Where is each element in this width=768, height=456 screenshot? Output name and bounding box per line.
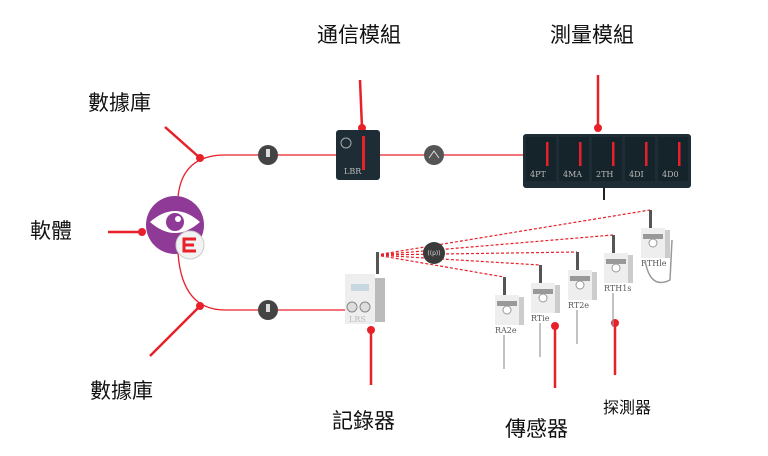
label-logger: 記錄器: [332, 409, 395, 433]
label-measure-module: 測量模組: [550, 23, 634, 47]
sensor-rtie[interactable]: RTie: [531, 265, 560, 357]
lbr-communication-module[interactable]: LBR: [336, 130, 380, 180]
svg-text:2TH: 2TH: [596, 170, 613, 179]
svg-text:LRS: LRS: [349, 315, 366, 324]
module-4di[interactable]: 4DI: [625, 137, 655, 181]
svg-text:4D0: 4D0: [662, 170, 679, 179]
software-to-lbr-line: [177, 154, 340, 198]
wireless-links: [375, 209, 651, 278]
connection-lines: [177, 154, 525, 311]
wireless-hub-icon: ((p)): [423, 242, 445, 264]
label-probe: 探測器: [603, 398, 651, 417]
network-hub-icon: [424, 145, 444, 165]
sensor-rt2e[interactable]: RT2e: [568, 252, 597, 344]
software-eye-icon[interactable]: [146, 196, 205, 260]
lrs-logger[interactable]: LRS: [345, 252, 385, 324]
svg-text:RTie: RTie: [531, 314, 550, 323]
label-comm-module: 通信模組: [317, 23, 401, 47]
software-to-lrs-line: [177, 252, 348, 311]
svg-text:RA2e: RA2e: [495, 326, 517, 335]
measurement-modules[interactable]: 4PT 4MA 2TH 4DI 4D0: [523, 134, 691, 200]
module-2th[interactable]: 2TH: [592, 137, 622, 181]
svg-text:RTHle: RTHle: [641, 259, 667, 268]
module-4pt[interactable]: 4PT: [526, 137, 556, 181]
svg-text:4PT: 4PT: [530, 170, 546, 179]
label-database-top: 數據庫: [88, 91, 151, 115]
lrs-connector-icon: [258, 300, 278, 320]
lbk-connector-icon: [258, 145, 278, 165]
svg-text:((p)): ((p)): [427, 250, 440, 257]
svg-text:4DI: 4DI: [629, 170, 644, 179]
label-sensor: 傳感器: [505, 417, 568, 441]
module-4ma[interactable]: 4MA: [559, 137, 589, 181]
sensor-rth1s[interactable]: RTH1s: [604, 235, 633, 327]
svg-text:4MA: 4MA: [563, 170, 582, 179]
sensor-rthle[interactable]: RTHle: [641, 210, 673, 284]
label-database-bottom: 數據庫: [90, 379, 153, 403]
svg-text:LBR: LBR: [344, 167, 362, 176]
pointer-lines: [108, 75, 617, 388]
svg-text:RT2e: RT2e: [568, 301, 589, 310]
svg-text:RTH1s: RTH1s: [604, 284, 631, 293]
label-software: 軟體: [30, 219, 72, 243]
sensor-ra2e[interactable]: RA2e: [495, 277, 524, 369]
module-4d0[interactable]: 4D0: [658, 137, 688, 181]
